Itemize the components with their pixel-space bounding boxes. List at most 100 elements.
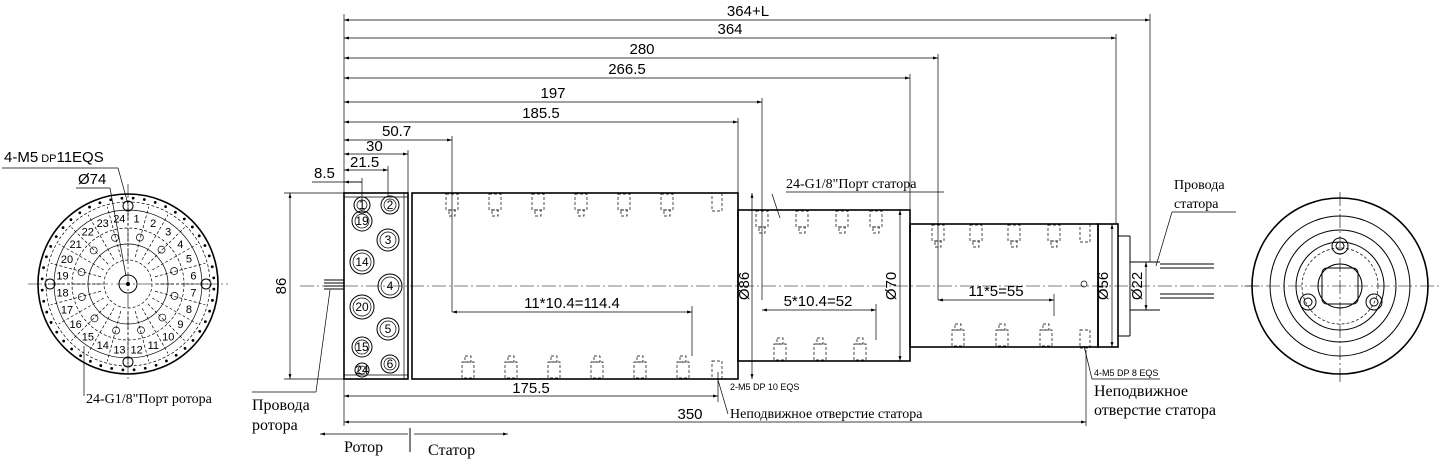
port-number: 7 (190, 288, 196, 300)
port-dot (110, 367, 114, 370)
mount-hole-left (44, 278, 56, 290)
inner-port (137, 326, 145, 335)
inner-port (136, 233, 144, 242)
port-dot (99, 364, 103, 367)
inner-port (112, 326, 120, 335)
right-mount-hole-3 (1331, 237, 1349, 255)
port-dot (153, 201, 157, 204)
svg-text:175.5: 175.5 (512, 380, 550, 397)
right-end-view (1244, 192, 1440, 382)
inner-port (170, 267, 179, 275)
port-number: 22 (82, 227, 94, 239)
stator-wires-label-2: статора (1174, 197, 1219, 212)
rotor-port-number: 3 (385, 233, 392, 247)
port-dot (191, 338, 195, 342)
mount-hole-bottom (122, 356, 134, 368)
port-dot (69, 218, 73, 222)
rotor-port-number: 5 (385, 322, 392, 336)
svg-text:8.5: 8.5 (314, 165, 335, 182)
mount-hole-top (122, 200, 134, 212)
right-fixed-label: Неподвижное (1094, 383, 1188, 400)
port-dot (154, 363, 158, 367)
port-dot (70, 347, 74, 351)
port-dot (45, 310, 49, 314)
port-dot (212, 287, 216, 291)
svg-text:197: 197 (540, 85, 565, 102)
svg-text:11*5=55: 11*5=55 (968, 283, 1023, 300)
port-dot (203, 244, 207, 247)
svg-text:86: 86 (273, 278, 290, 295)
svg-text:Ø70: Ø70 (883, 272, 900, 300)
svg-text:185.5: 185.5 (522, 105, 560, 122)
rotor-port-number: 1 (359, 198, 366, 212)
svg-text:280: 280 (629, 41, 654, 58)
port-dot (40, 288, 44, 292)
port-dot (208, 309, 211, 313)
fixed-hole-spec: 2-M5 DP 10 EQS (730, 382, 799, 392)
port-number: 11 (148, 340, 159, 352)
port-dot (61, 226, 65, 230)
stator-port-label: 24-G1/8"Порт статора (786, 177, 917, 192)
svg-text:266.5: 266.5 (608, 61, 646, 78)
port-number: 3 (165, 227, 171, 239)
port-dot (131, 196, 135, 200)
port-number: 16 (70, 319, 82, 331)
callouts: 24-G1/8"Порт статора Провода статора Про… (252, 177, 1236, 459)
inner-port (90, 314, 99, 323)
port-dot (79, 354, 83, 358)
inner-port (158, 313, 167, 322)
port-dot (210, 265, 214, 269)
port-dot (54, 235, 58, 239)
port-dot (198, 329, 202, 333)
svg-text:50.7: 50.7 (382, 123, 411, 140)
svg-text:Ø22: Ø22 (1129, 272, 1146, 300)
rotor-wires-label-2: ротора (252, 417, 298, 434)
svg-text:30: 30 (366, 138, 383, 155)
inner-port (77, 293, 86, 301)
port-dot (165, 359, 168, 363)
port-dot (203, 320, 207, 324)
port-dot (109, 198, 113, 202)
diameter-74: Ø74 (78, 171, 106, 188)
port-dot (211, 298, 214, 302)
svg-text:350: 350 (677, 406, 702, 423)
svg-text:364+L: 364+L (727, 3, 769, 20)
stator-wires-label: Провода (1174, 178, 1225, 193)
rotor-port-label: 24-G1/8"Порт ротора (86, 392, 213, 407)
svg-text:364: 364 (717, 21, 742, 38)
fixed-hole-label: Неподвижное отверстие статора (730, 407, 923, 422)
port-number: 15 (82, 331, 94, 343)
port-dot (78, 211, 82, 215)
port-number: 17 (61, 304, 73, 316)
port-dot (164, 205, 168, 209)
port-dot (42, 266, 45, 270)
port-dot (190, 225, 194, 229)
port-number: 8 (186, 304, 192, 316)
svg-text:5*10.4=52: 5*10.4=52 (784, 293, 853, 310)
port-number: 1 (133, 214, 139, 226)
port-dot (212, 276, 216, 280)
port-number: 4 (177, 239, 183, 251)
stator-wires (1160, 263, 1214, 299)
port-dot (121, 368, 125, 372)
inner-port (77, 268, 86, 276)
inner-port (157, 245, 166, 254)
port-number: 9 (177, 319, 183, 331)
port-dot (88, 205, 91, 209)
svg-text:Ø86: Ø86 (736, 272, 753, 300)
port-dot (55, 330, 59, 334)
port-dot (49, 244, 53, 248)
port-dot (120, 196, 124, 200)
port-number: 21 (69, 239, 81, 251)
port-dot (143, 366, 147, 370)
port-number: 10 (162, 331, 174, 343)
rotor-port-number: 24 (355, 363, 369, 377)
rotor-wires-label: Провода (252, 397, 310, 414)
stator-label: Статор (428, 442, 475, 459)
right-hole-spec: 4-M5 DP 8 EQS (1094, 368, 1158, 378)
port-dot (207, 254, 211, 258)
port-dot (45, 255, 48, 259)
port-dot (49, 321, 53, 324)
right-fixed-label-2: отверстие статора (1094, 402, 1216, 419)
